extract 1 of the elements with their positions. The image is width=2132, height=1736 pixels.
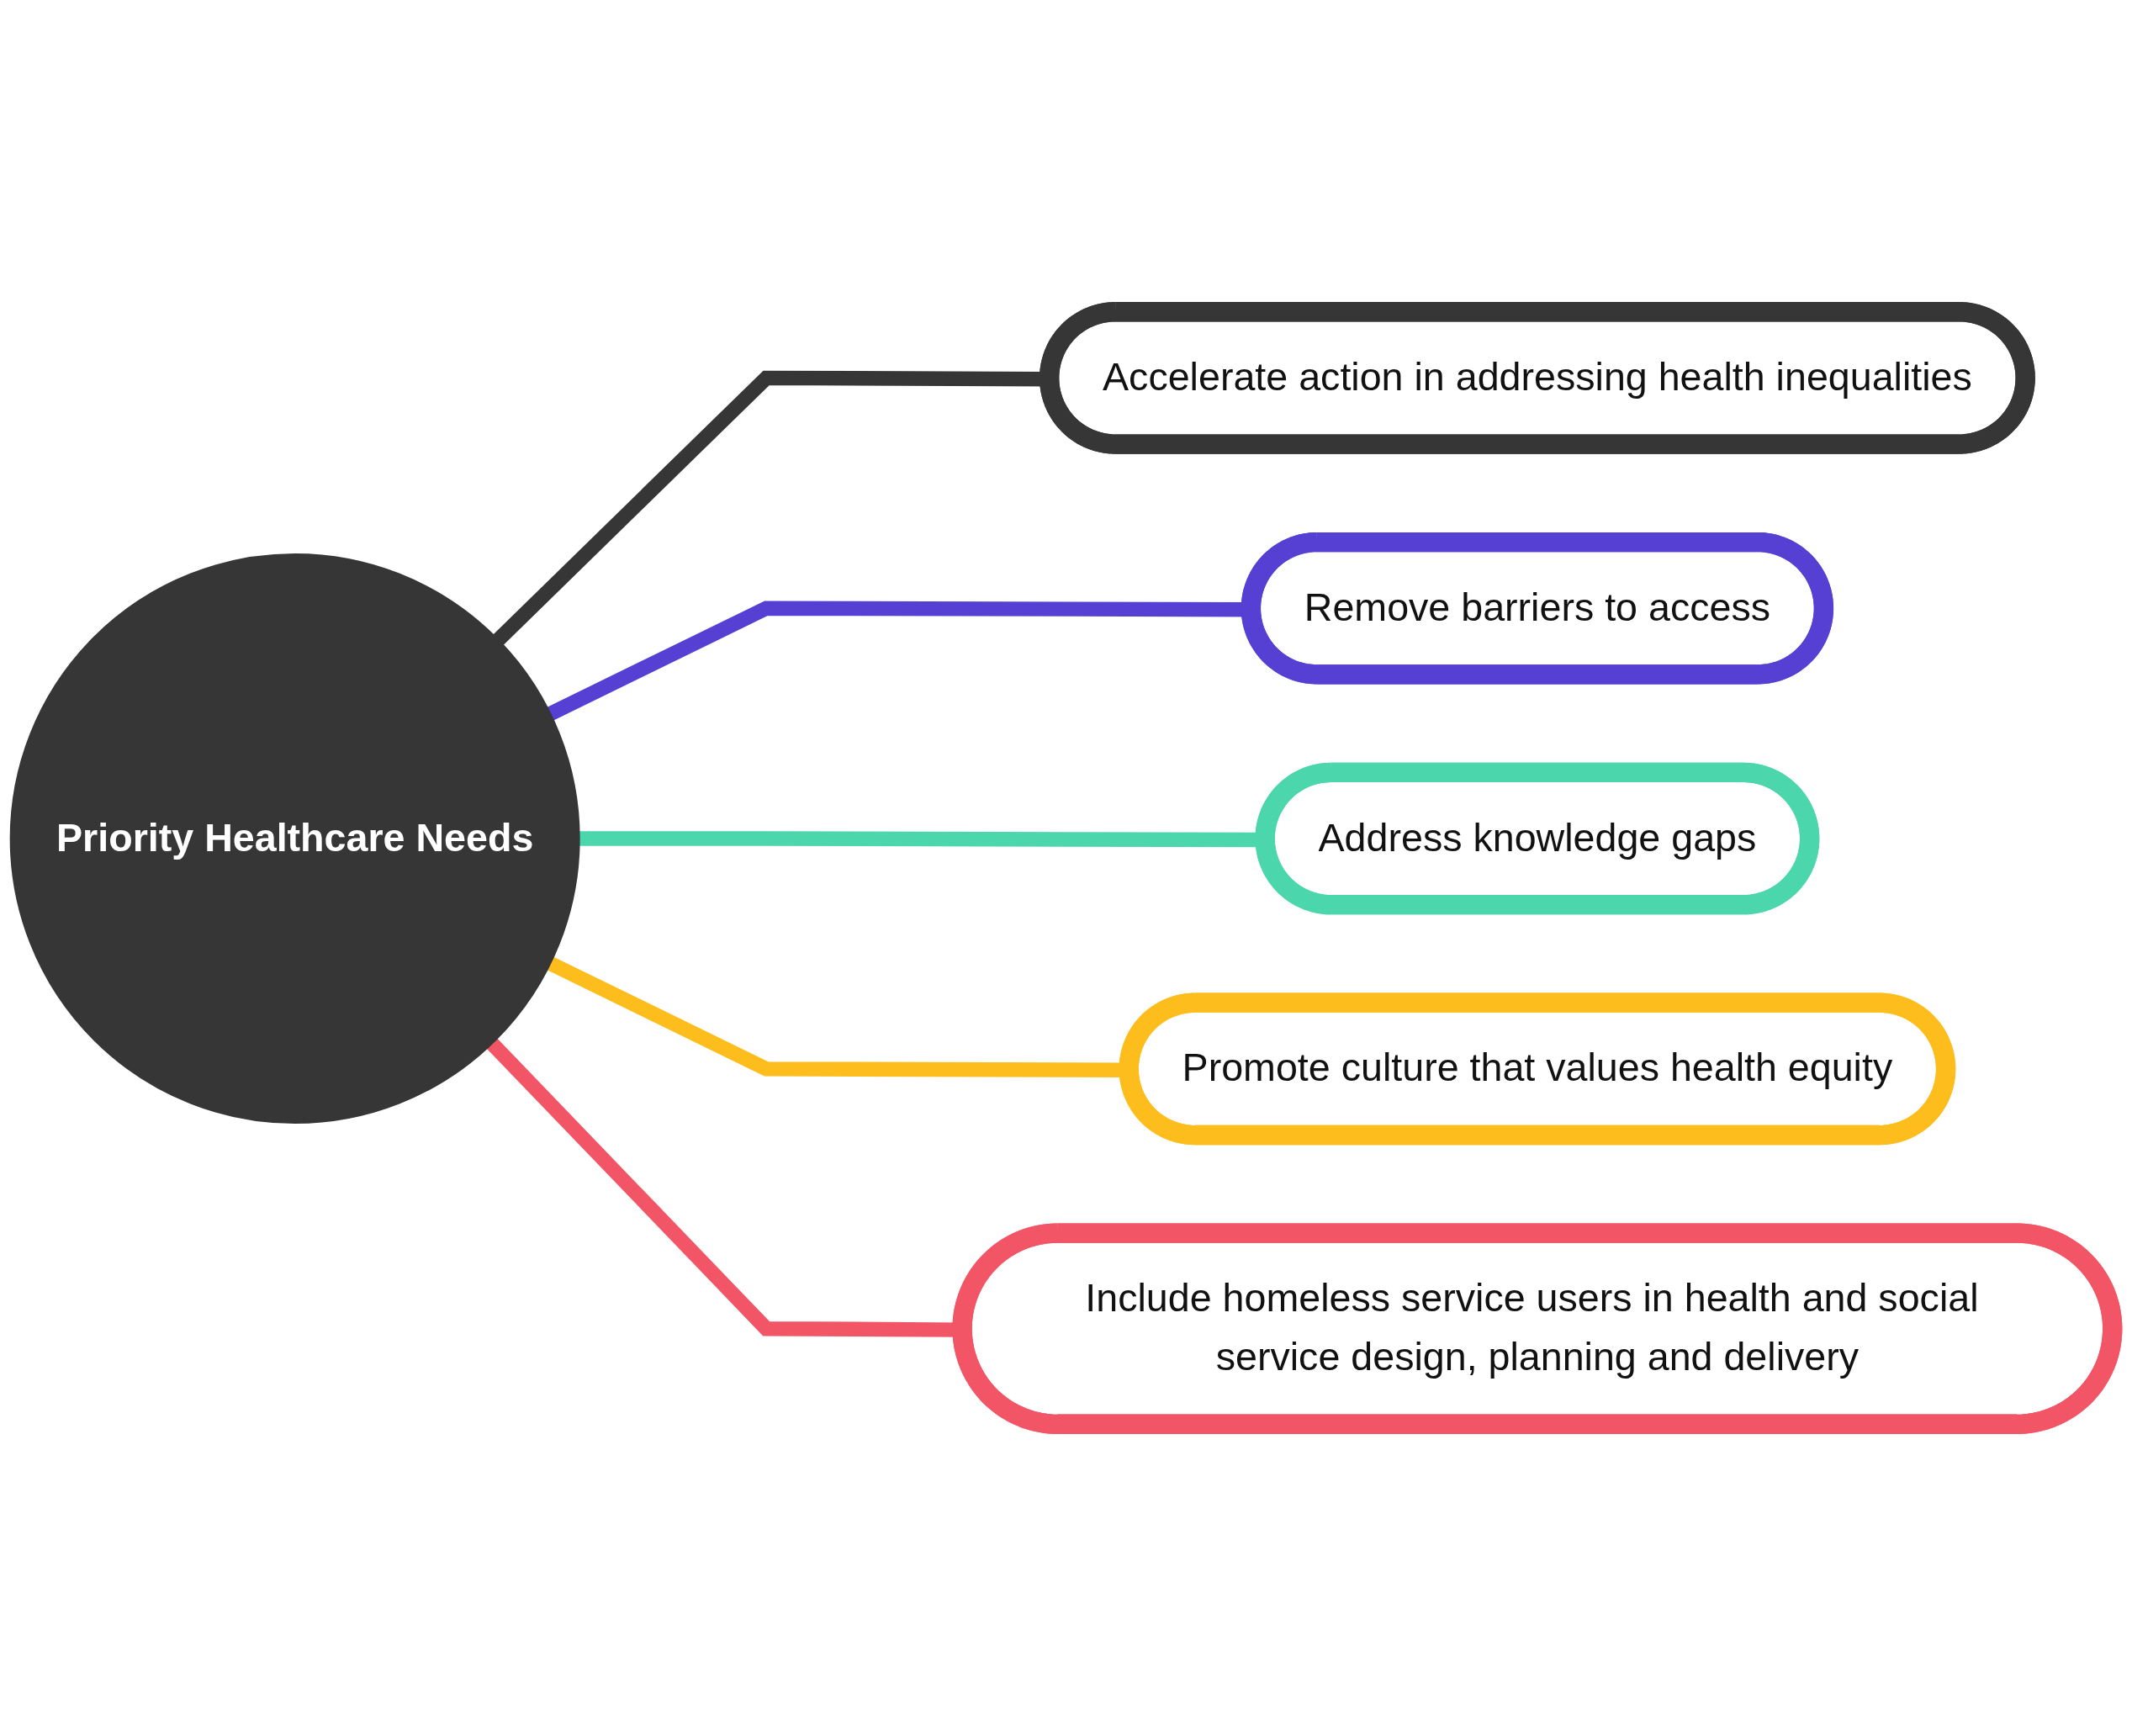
node-circle: Priority Healthcare Needs <box>9 553 580 1125</box>
